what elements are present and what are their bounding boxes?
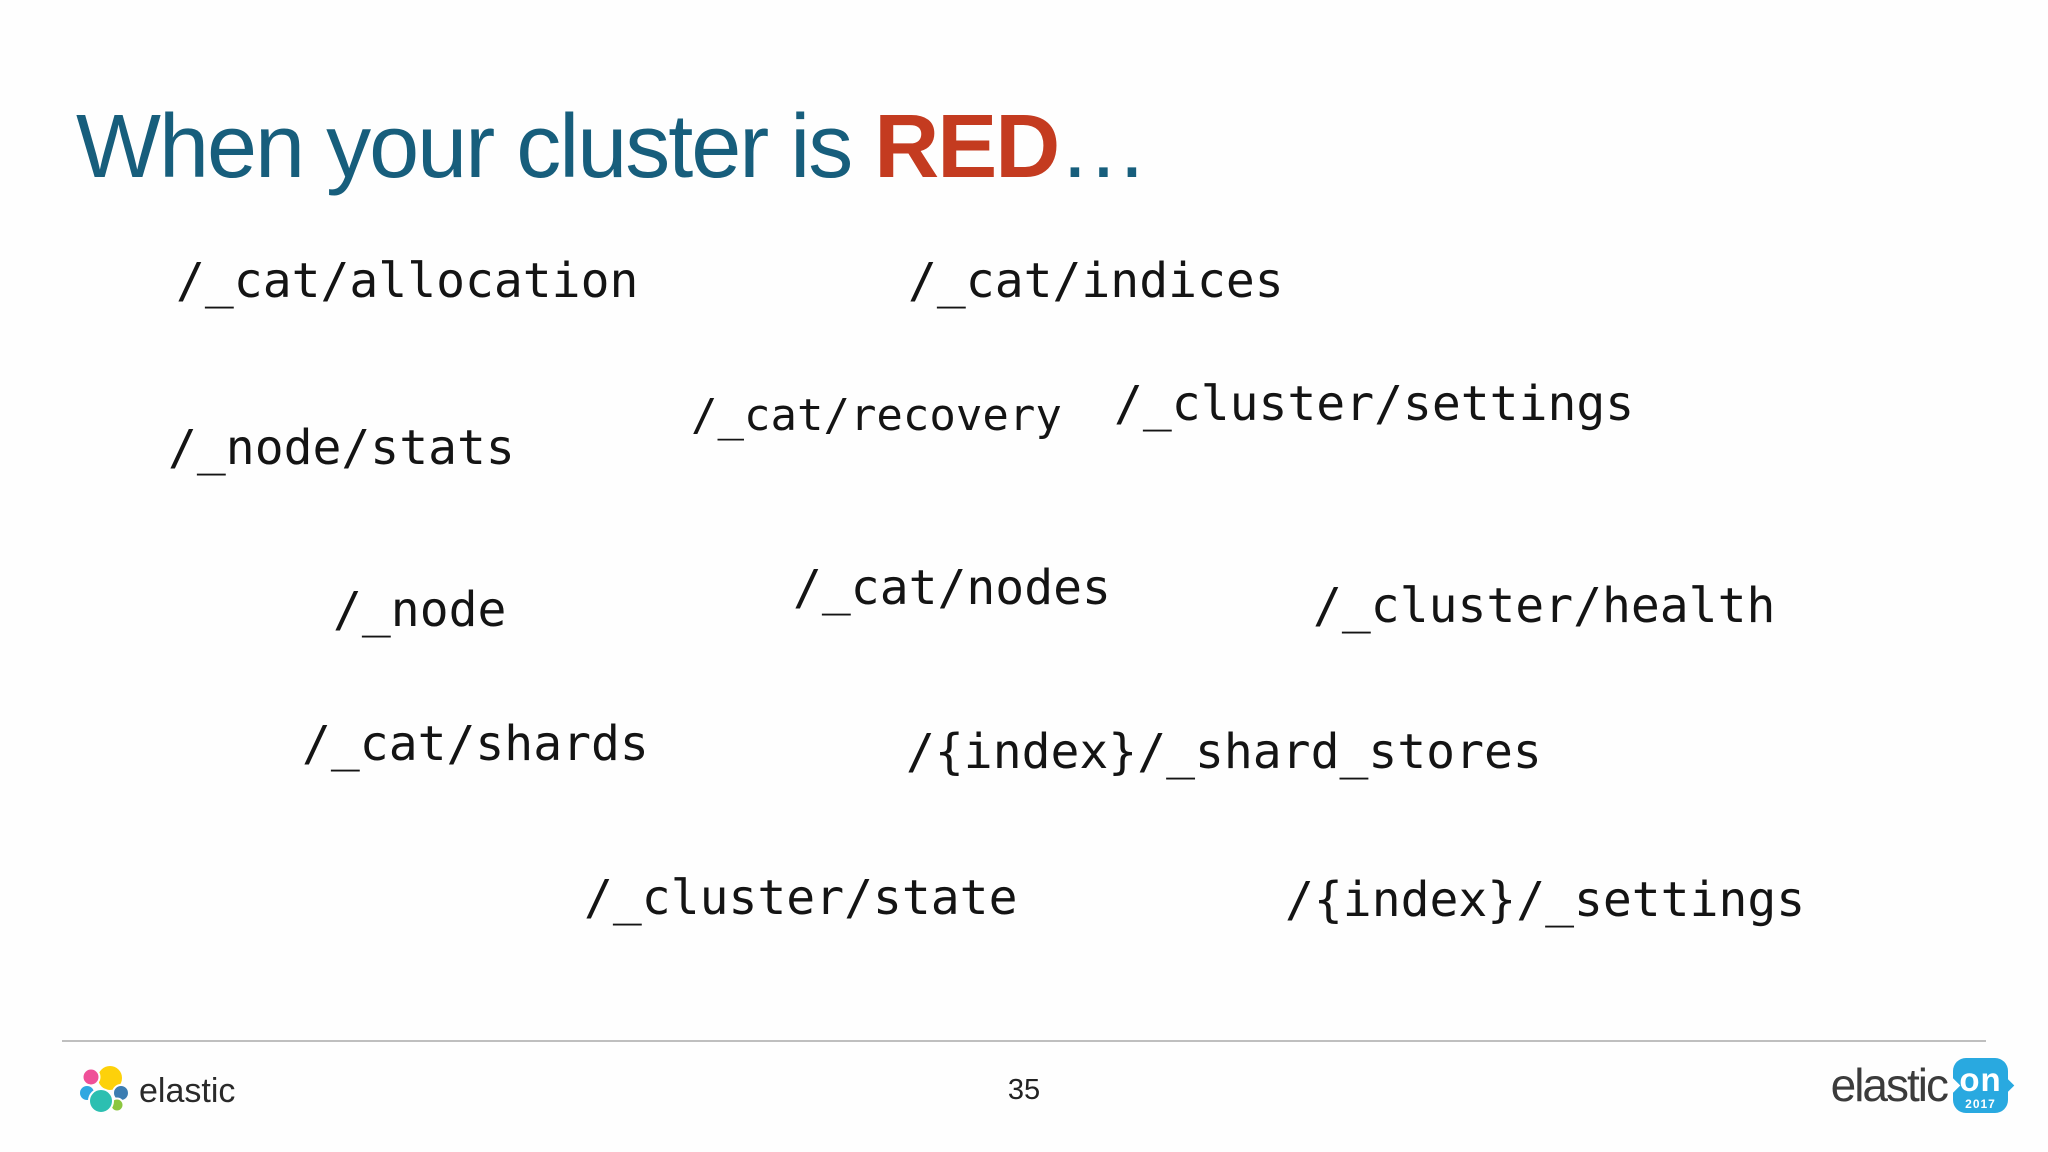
endpoint-cat-recovery: /_cat/recovery: [691, 390, 1062, 441]
slide-title-prefix: When your cluster is: [76, 97, 875, 198]
slide-title-highlight: RED: [874, 97, 1060, 198]
elastic-logo: elastic: [78, 1063, 236, 1116]
page-number: 35: [1007, 1074, 1041, 1106]
endpoint-cluster-state: /_cluster/state: [584, 870, 1018, 926]
endpoint-cat-indices: /_cat/indices: [908, 253, 1284, 309]
elasticon-wordmark: elastic: [1830, 1059, 1949, 1111]
endpoint-index-settings: /{index}/_settings: [1285, 872, 1806, 928]
endpoint-cat-nodes: /_cat/nodes: [793, 560, 1111, 616]
elasticon-badge: on 2017: [1944, 1057, 2015, 1113]
slide-title: When your cluster is RED…: [76, 96, 1148, 200]
endpoint-cat-shards: /_cat/shards: [302, 716, 649, 772]
endpoint-node: /_node: [333, 582, 507, 638]
slide-title-ellipsis: …: [1058, 97, 1148, 198]
elasticon-badge-year: 2017: [1965, 1096, 1996, 1111]
elastic-wordmark: elastic: [139, 1071, 236, 1110]
elasticon-logo: elastic on 2017: [1830, 1054, 2015, 1116]
endpoint-cat-allocation: /_cat/allocation: [176, 253, 639, 309]
endpoint-cluster-settings: /_cluster/settings: [1114, 376, 1635, 432]
elasticon-badge-on: on: [1959, 1060, 2002, 1098]
endpoint-index-shard-stores: /{index}/_shard_stores: [906, 724, 1542, 780]
endpoint-cluster-health: /_cluster/health: [1313, 578, 1776, 634]
elasticon-badge-left-notch: [1944, 1077, 1961, 1093]
endpoint-node-stats: /_node/stats: [168, 420, 515, 476]
footer-divider: [62, 1040, 1986, 1042]
